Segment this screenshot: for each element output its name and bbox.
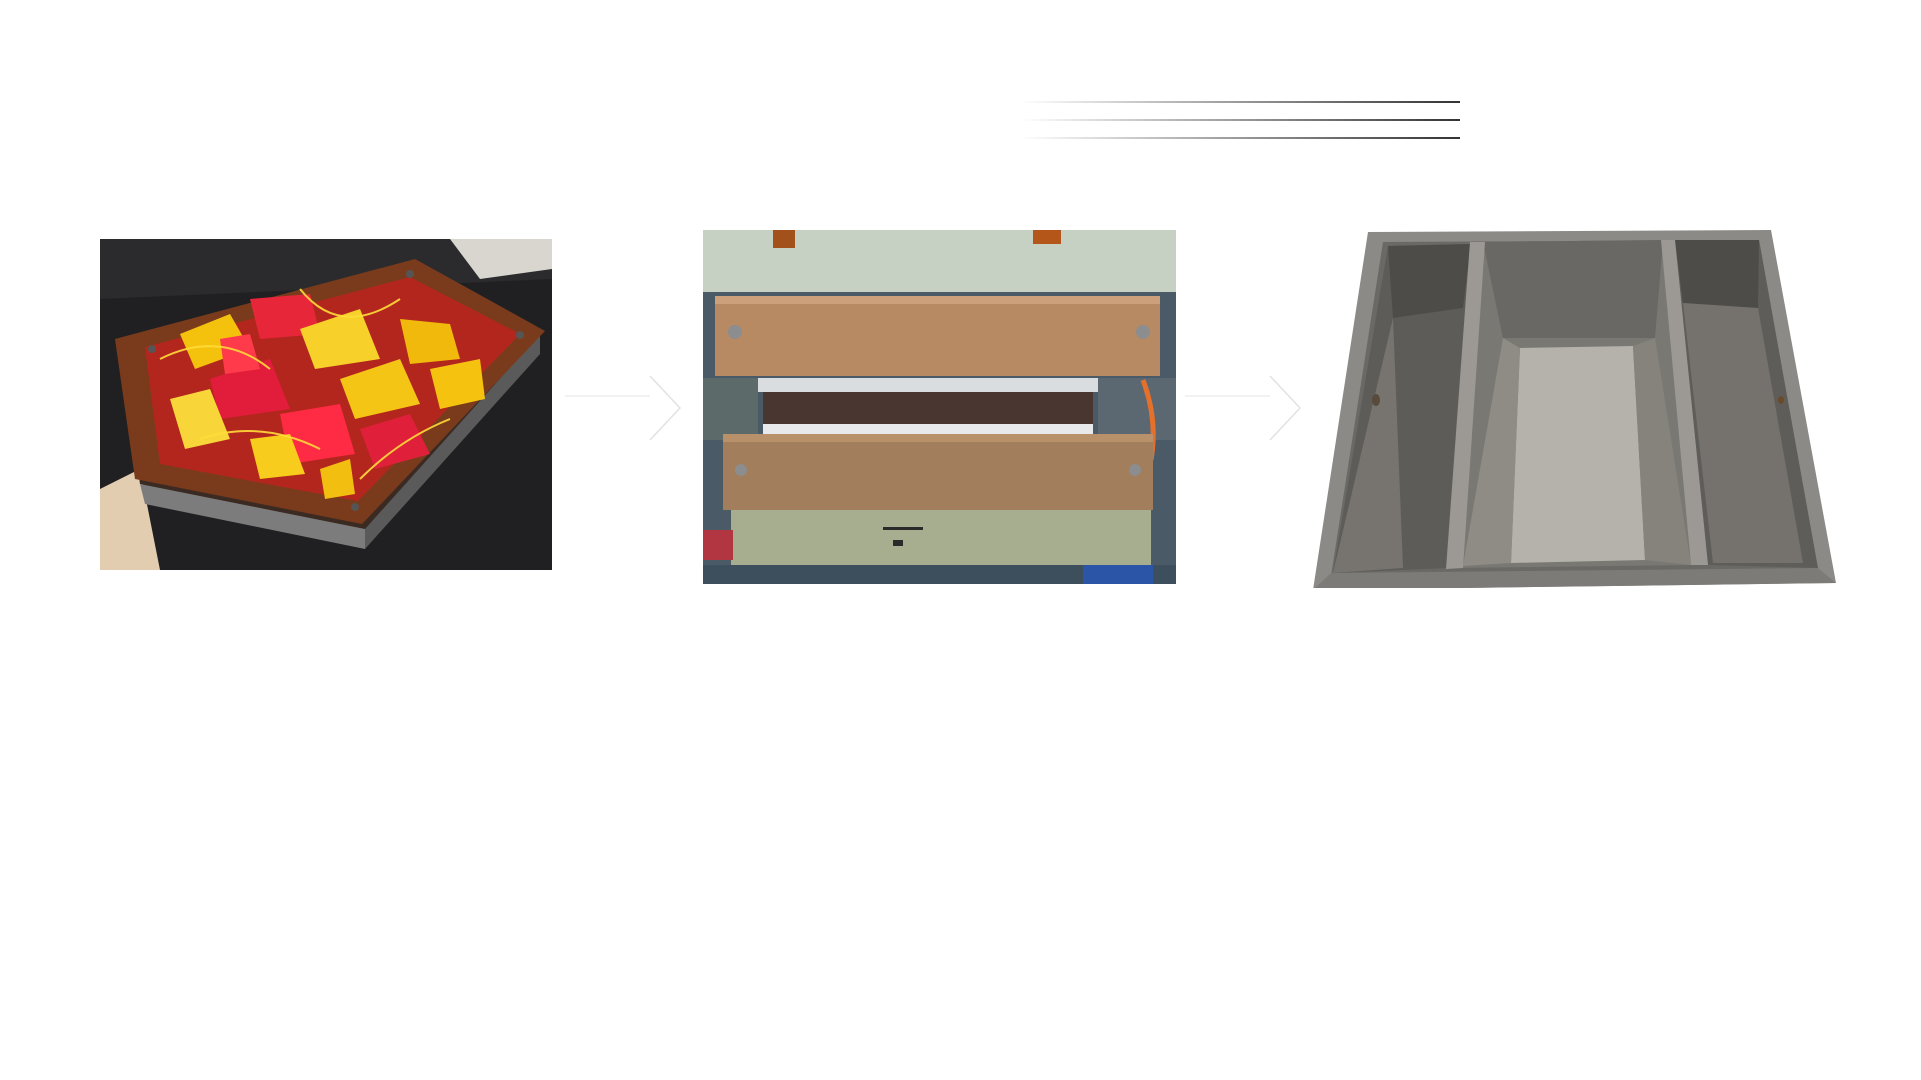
chevron-right-icon: [565, 375, 682, 441]
mold-tray-photo: [100, 239, 552, 570]
metal-mold-box-photo: [1313, 228, 1836, 588]
chevron-right-icon: [1185, 375, 1302, 441]
heat-press-photo: [703, 230, 1176, 584]
decorative-lines: [1020, 101, 1460, 139]
